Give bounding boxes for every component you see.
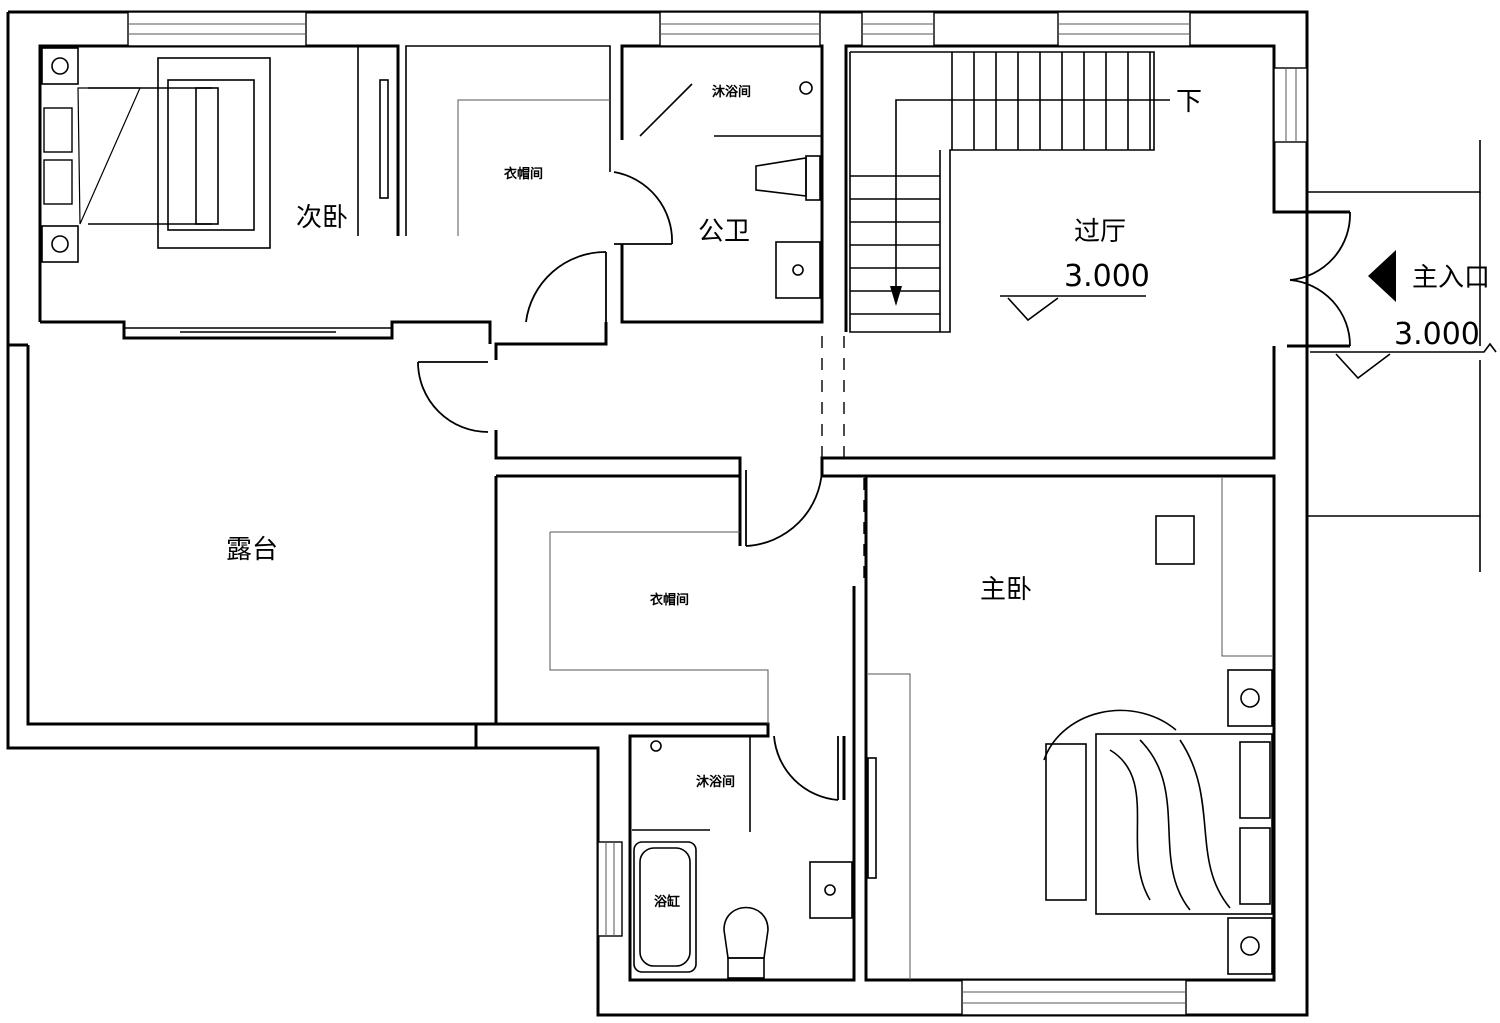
elevation-entrance: 3.000 [1394,317,1480,352]
openings [821,336,865,584]
label-closet-top: 衣帽间 [504,166,543,182]
elevation-marker-hall [1000,295,1146,322]
doors [417,171,1351,801]
label-bathtub: 浴缸 [654,894,680,910]
stairs-down-label: 下 [1176,87,1202,117]
elevation-hall: 3.000 [1064,259,1150,294]
label-secondary-bedroom: 次卧 [296,203,348,233]
outer-walls [6,10,1309,1017]
stairs [849,51,1170,333]
label-shower-bottom: 沐浴间 [696,774,735,790]
closet-outlines [457,99,1272,980]
label-main-entrance: 主入口 [1412,263,1490,293]
elevation-marker-entrance [1335,353,1391,380]
bath-bottom-fixtures [632,736,853,979]
label-closet-bottom: 衣帽间 [650,592,689,608]
bed-master [867,515,1273,975]
windows [124,11,1308,1016]
entrance-area [1307,140,1497,572]
label-terrace: 露台 [226,535,278,565]
label-public-bathroom: 公卫 [698,217,750,247]
bath-top-fixtures [639,81,822,299]
entrance-arrow-icon [1368,250,1396,302]
label-shower-top: 沐浴间 [712,84,751,100]
label-master-bedroom: 主卧 [980,575,1032,605]
bed-secondary [41,47,389,263]
label-hall: 过厅 [1074,217,1126,247]
